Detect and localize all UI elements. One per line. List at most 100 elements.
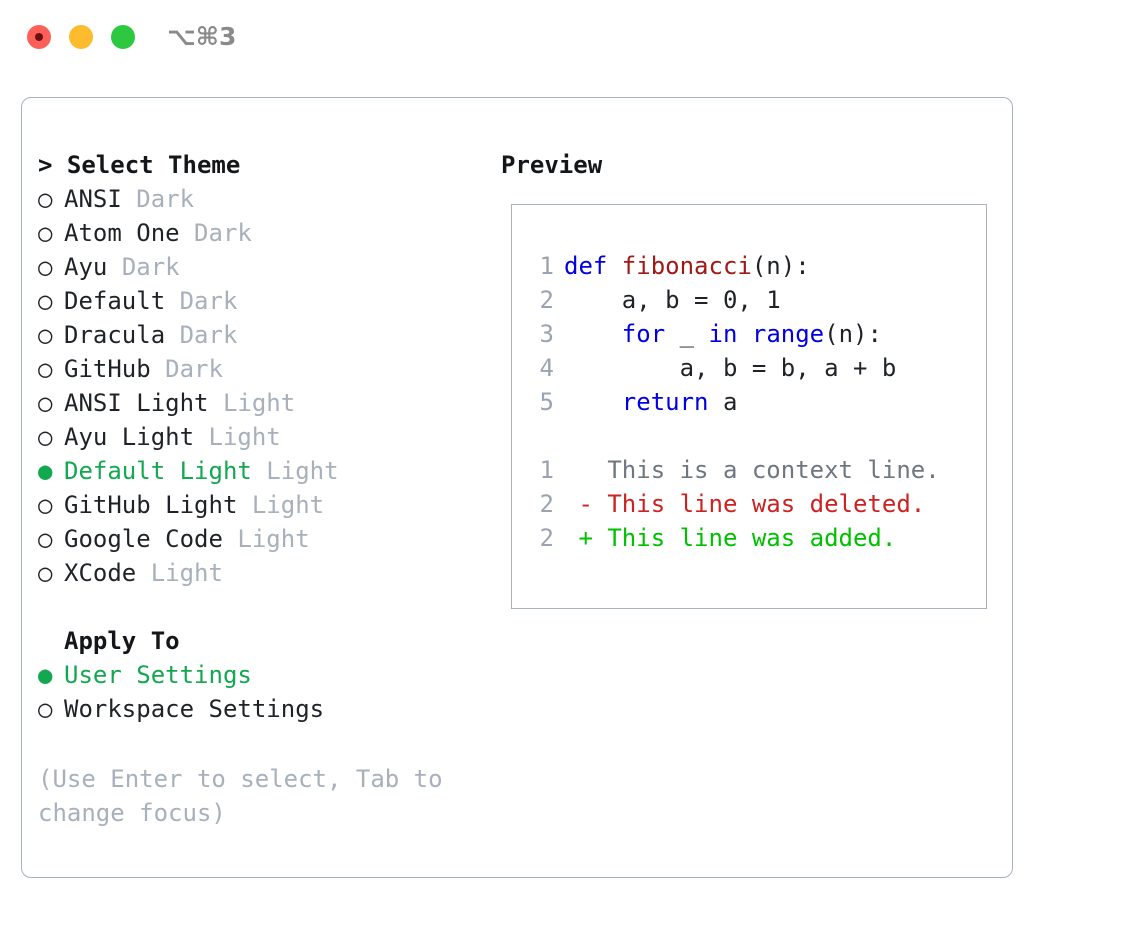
minimize-button[interactable]: [69, 25, 93, 49]
text-gap: [194, 423, 208, 451]
code-token: fibonacci: [621, 252, 752, 280]
theme-picker-panel: > Select Theme ○ANSI Dark○Atom One Dark○…: [21, 97, 1013, 878]
line-number: 2: [539, 490, 554, 518]
code-token: a: [708, 388, 738, 416]
apply-to-item[interactable]: ● User Settings: [38, 658, 478, 692]
theme-category: Dark: [179, 321, 238, 349]
code-line: [526, 419, 982, 453]
keyboard-shortcut-label: ⌥⌘3: [167, 22, 237, 51]
theme-category: Light: [208, 423, 281, 451]
preview-title: Preview: [501, 151, 603, 179]
theme-category: Dark: [179, 287, 238, 315]
theme-list-item[interactable]: ○Google Code Light: [38, 522, 478, 556]
line-number: 2: [539, 286, 554, 314]
theme-category: Dark: [136, 185, 195, 213]
theme-name: Ayu Light: [64, 423, 195, 451]
theme-list-item[interactable]: ○Ayu Dark: [38, 250, 478, 284]
radio-unselected-icon: ○: [38, 695, 53, 723]
zoom-button[interactable]: [111, 25, 135, 49]
theme-list-item[interactable]: ○ Atom One Dark: [38, 216, 478, 250]
theme-list-item[interactable]: ○ Ayu Light Light: [38, 420, 478, 454]
radio-unselected-icon: ○: [38, 389, 53, 417]
text-gap: [252, 457, 266, 485]
theme-name: XCode: [64, 559, 137, 587]
apply-to-label: User Settings: [64, 661, 252, 689]
theme-name: Ayu: [64, 253, 108, 281]
code-token: for: [621, 320, 666, 348]
theme-list-column: > Select Theme ○ANSI Dark○Atom One Dark○…: [38, 148, 478, 726]
text-gap: [151, 355, 165, 383]
code-token: [564, 422, 578, 450]
theme-list-item[interactable]: ○ Default Dark: [38, 284, 478, 318]
code-token: (n):: [751, 252, 810, 280]
apply-to-label: Workspace Settings: [64, 695, 325, 723]
code-line: 5 return a: [526, 385, 982, 419]
code-line: 4 a, b = b, a + b: [526, 351, 982, 385]
radio-unselected-icon: ○: [38, 355, 53, 383]
theme-list-item[interactable]: ○ ANSI Light Light: [38, 386, 478, 420]
theme-name: GitHub: [64, 355, 151, 383]
theme-list-header: > Select Theme: [38, 151, 241, 179]
text-gap: [122, 185, 136, 213]
title-bar: ⌥⌘3: [0, 0, 1140, 78]
theme-name: Default: [64, 287, 166, 315]
code-token: [737, 320, 751, 348]
theme-list-item[interactable]: ○ANSI Dark: [38, 182, 478, 216]
theme-list-item[interactable]: ○ GitHub Light Light: [38, 488, 478, 522]
code-token: def: [564, 252, 622, 280]
code-token: in: [708, 320, 738, 348]
code-token: (n):: [824, 320, 882, 348]
text-gap: [237, 491, 251, 519]
theme-name: Google Code: [64, 525, 223, 553]
radio-unselected-icon: ○: [38, 491, 53, 519]
code-line: 1 This is a context line.: [526, 453, 982, 487]
theme-name: Default Light: [64, 457, 252, 485]
theme-name: Atom One: [64, 219, 180, 247]
code-token: a, b = b, a + b: [564, 354, 897, 382]
theme-name: ANSI Light: [64, 389, 209, 417]
apply-to-list: ● User Settings ○ Workspace Settings: [38, 658, 478, 726]
code-token: return: [621, 388, 709, 416]
code-line: 2 + This line was added.: [526, 521, 982, 555]
theme-list-item[interactable]: ○ XCode Light: [38, 556, 478, 590]
code-token: This is a context line.: [564, 456, 940, 484]
line-number: 2: [539, 524, 554, 552]
radio-selected-icon: ●: [38, 661, 53, 689]
text-gap: [223, 525, 237, 553]
keyboard-hint-text: (Use Enter to select, Tab to change focu…: [38, 765, 458, 827]
radio-unselected-icon: ○: [38, 219, 53, 247]
text-gap: [180, 219, 194, 247]
theme-list-item[interactable]: ○ Dracula Dark: [38, 318, 478, 352]
theme-list-item[interactable]: ○GitHub Dark: [38, 352, 478, 386]
code-token: [564, 388, 622, 416]
theme-category: Dark: [121, 253, 180, 281]
radio-unselected-icon: ○: [38, 559, 53, 587]
code-token: [564, 320, 622, 348]
line-number: 1: [539, 252, 554, 280]
theme-list: ○ANSI Dark○Atom One Dark○Ayu Dark○Defaul…: [38, 182, 478, 590]
code-line: 1 def fibonacci(n):: [526, 249, 982, 283]
theme-list-item[interactable]: ●Default Light Light: [38, 454, 478, 488]
radio-unselected-icon: ○: [38, 287, 53, 315]
text-gap: [209, 389, 223, 417]
theme-category: Light: [150, 559, 223, 587]
code-line: 2 a, b = 0, 1: [526, 283, 982, 317]
theme-category: Light: [266, 457, 339, 485]
code-token: - This line was deleted.: [564, 490, 926, 518]
theme-category: Dark: [194, 219, 252, 247]
traffic-light-group: [27, 25, 135, 49]
theme-name: GitHub Light: [64, 491, 238, 519]
theme-category: Light: [222, 389, 296, 417]
text-gap: [107, 253, 121, 281]
radio-unselected-icon: ○: [38, 321, 53, 349]
apply-to-item[interactable]: ○ Workspace Settings: [38, 692, 478, 726]
code-line: 2 - This line was deleted.: [526, 487, 982, 521]
code-token: + This line was added.: [564, 524, 897, 552]
theme-name: Dracula: [64, 321, 166, 349]
theme-category: Light: [251, 491, 325, 519]
radio-unselected-icon: ○: [38, 423, 53, 451]
text-gap: [165, 287, 179, 315]
close-button[interactable]: [27, 25, 51, 49]
